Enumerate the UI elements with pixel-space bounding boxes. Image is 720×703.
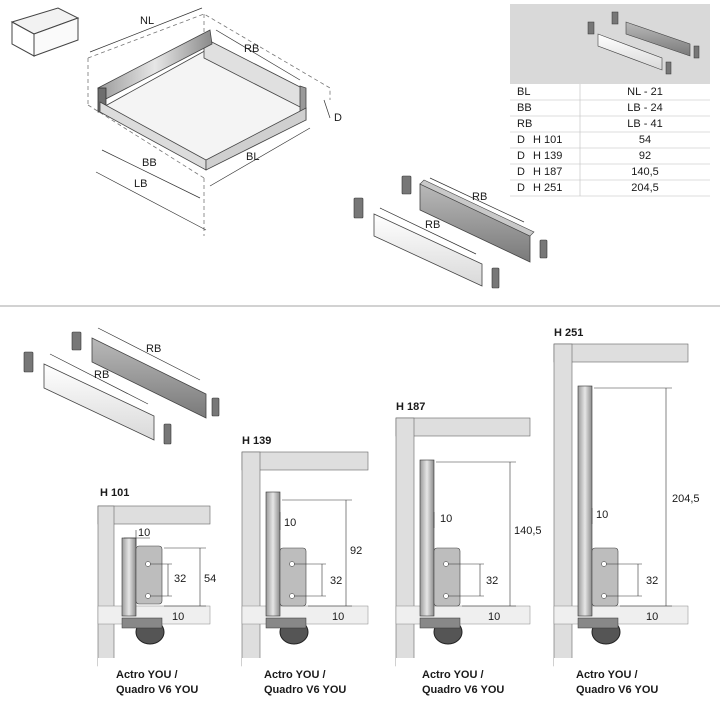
profile-title: H 251 — [554, 327, 583, 339]
profile-dim-d: 92 — [350, 545, 362, 557]
profile-caption-box — [242, 658, 368, 698]
profile-dim-10b: 10 — [332, 611, 344, 623]
profile-caption-2: Quadro V6 YOU — [576, 684, 658, 696]
profile-caption-2: Quadro V6 YOU — [422, 684, 504, 696]
table-height: H 139 — [533, 150, 562, 162]
panel-pair-top — [353, 175, 548, 289]
profile-title: H 187 — [396, 401, 425, 413]
profile-dim-32: 32 — [174, 573, 186, 585]
profile-dim-d: 140,5 — [514, 525, 542, 537]
table-height: H 187 — [533, 166, 562, 178]
spec-table — [510, 4, 710, 198]
panel-label-rb-back: RB — [472, 191, 487, 203]
label-bl: BL — [246, 151, 259, 163]
table-height: H 101 — [533, 134, 562, 146]
label-d: D — [334, 112, 342, 124]
profile-caption-2: Quadro V6 YOU — [264, 684, 346, 696]
table-value: 140,5 — [631, 166, 659, 178]
profile-dim-32: 32 — [646, 575, 658, 587]
panel-label-rb-front-bottom: RB — [94, 369, 109, 381]
table-value: 92 — [639, 150, 651, 162]
table-value: NL - 21 — [627, 86, 663, 98]
profile-dim-10: 10 — [284, 517, 296, 529]
profile-dim-d: 54 — [204, 573, 216, 585]
profile-title: H 139 — [242, 435, 271, 447]
drawer-dimensions — [89, 7, 331, 231]
label-bb: BB — [142, 157, 157, 169]
drawer-isometric — [87, 13, 331, 236]
profile-caption-box — [396, 658, 530, 698]
profile-h251 — [553, 343, 689, 667]
profile-dim-d: 204,5 — [672, 493, 700, 505]
table-value: 204,5 — [631, 182, 659, 194]
profile-h101 — [97, 505, 211, 667]
table-key: RB — [517, 118, 532, 130]
profile-dim-32: 32 — [486, 575, 498, 587]
label-nl: NL — [140, 15, 154, 27]
table-value: LB - 41 — [627, 118, 662, 130]
profile-caption-2: Quadro V6 YOU — [116, 684, 198, 696]
table-value: 54 — [639, 134, 651, 146]
profile-dim-10b: 10 — [172, 611, 184, 623]
spec-table-rows: BL NL - 21 BB LB - 24 RB LB - 41 D H 101… — [517, 86, 663, 194]
profile-dim-10b: 10 — [646, 611, 658, 623]
profile-dim-32: 32 — [330, 575, 342, 587]
profile-dim-10: 10 — [440, 513, 452, 525]
drawer-icon — [10, 7, 80, 57]
table-key: D — [517, 150, 525, 162]
table-key: BB — [517, 102, 532, 114]
profile-caption-1: Actro YOU / — [576, 669, 638, 681]
profile-title: H 101 — [100, 487, 129, 499]
profile-dim-10b: 10 — [488, 611, 500, 623]
panel-label-rb-front: RB — [425, 219, 440, 231]
profile-dim-10: 10 — [596, 509, 608, 521]
panel-label-rb-back-bottom: RB — [146, 343, 161, 355]
profile-dim-10: 10 — [138, 527, 150, 539]
panel-pair-bottom — [23, 327, 220, 445]
table-key: D — [517, 166, 525, 178]
label-lb: LB — [134, 178, 147, 190]
label-rb-top: RB — [244, 43, 259, 55]
profile-caption-1: Actro YOU / — [116, 669, 178, 681]
profile-caption-1: Actro YOU / — [422, 669, 484, 681]
profile-caption-1: Actro YOU / — [264, 669, 326, 681]
table-key: D — [517, 182, 525, 194]
profile-caption-box — [554, 658, 688, 698]
profile-h139 — [241, 451, 369, 667]
table-height: H 251 — [533, 182, 562, 194]
table-value: LB - 24 — [627, 102, 662, 114]
table-key: BL — [517, 86, 530, 98]
profile-h187 — [395, 417, 531, 667]
table-key: D — [517, 134, 525, 146]
profile-caption-box — [98, 658, 210, 698]
